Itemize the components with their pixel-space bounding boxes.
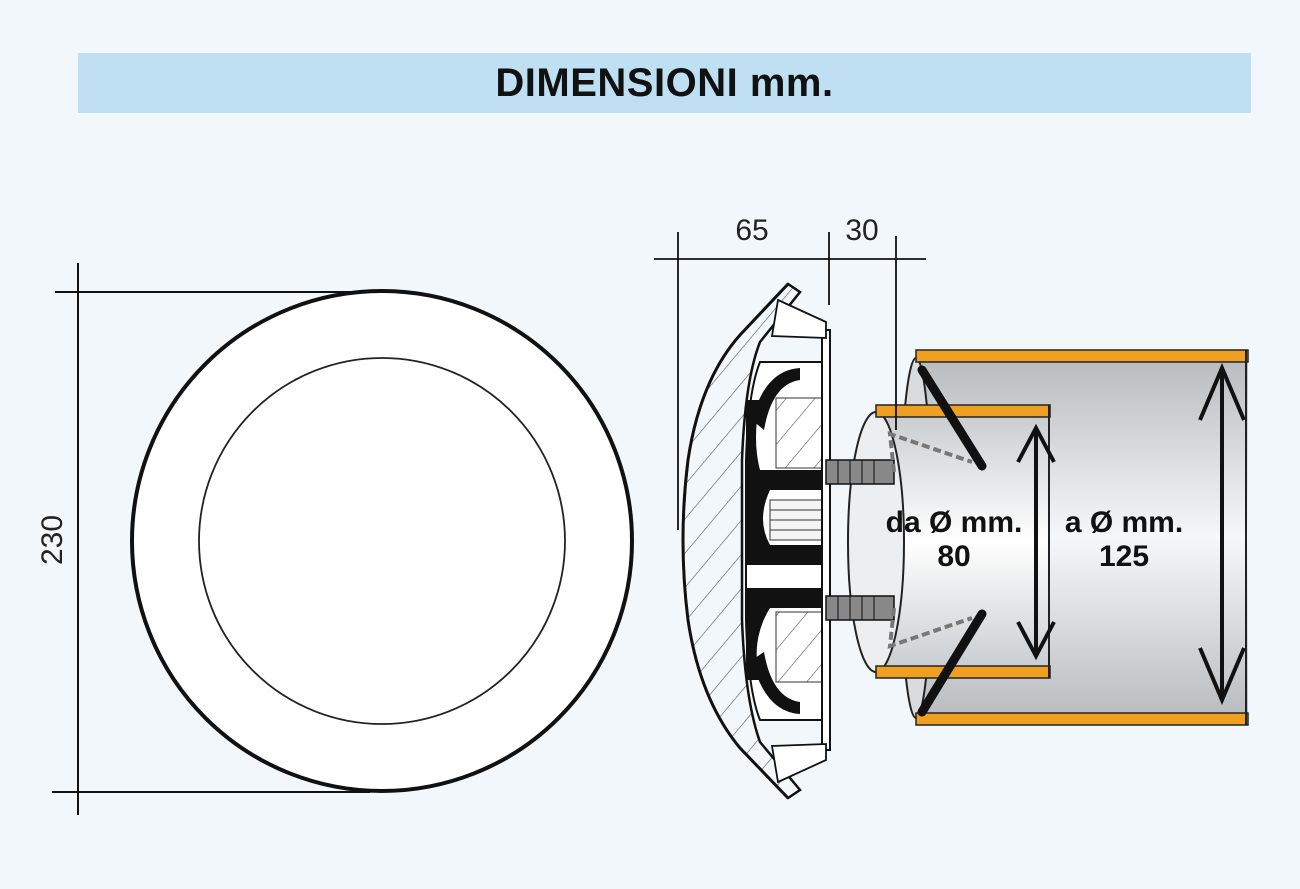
front-view [130, 289, 634, 793]
arrow-125 [1198, 362, 1246, 706]
title-band: DIMENSIONI mm. [78, 53, 1251, 113]
inner-disc-circle [198, 357, 566, 725]
dimension-depth: 65 30 [654, 214, 926, 530]
min-diameter-label-line1: da Ø mm. [886, 506, 1023, 539]
dimension-diameter-label: 230 [36, 515, 69, 565]
arrow-80 [1016, 423, 1056, 661]
max-diameter-label-line1: a Ø mm. [1065, 506, 1183, 539]
dimension-depth-spigot-label: 30 [845, 214, 878, 247]
min-diameter-label-line2: 80 [937, 540, 970, 573]
dimension-depth-front-label: 65 [735, 214, 768, 247]
spring-clips [887, 365, 987, 717]
page-title: DIMENSIONI mm. [495, 60, 834, 105]
max-diameter-label-line2: 125 [1099, 540, 1149, 573]
side-view: da Ø mm. 80 a Ø mm. 125 [681, 282, 1249, 800]
dimension-diameter: 230 [36, 263, 370, 815]
grille-body [681, 282, 895, 800]
